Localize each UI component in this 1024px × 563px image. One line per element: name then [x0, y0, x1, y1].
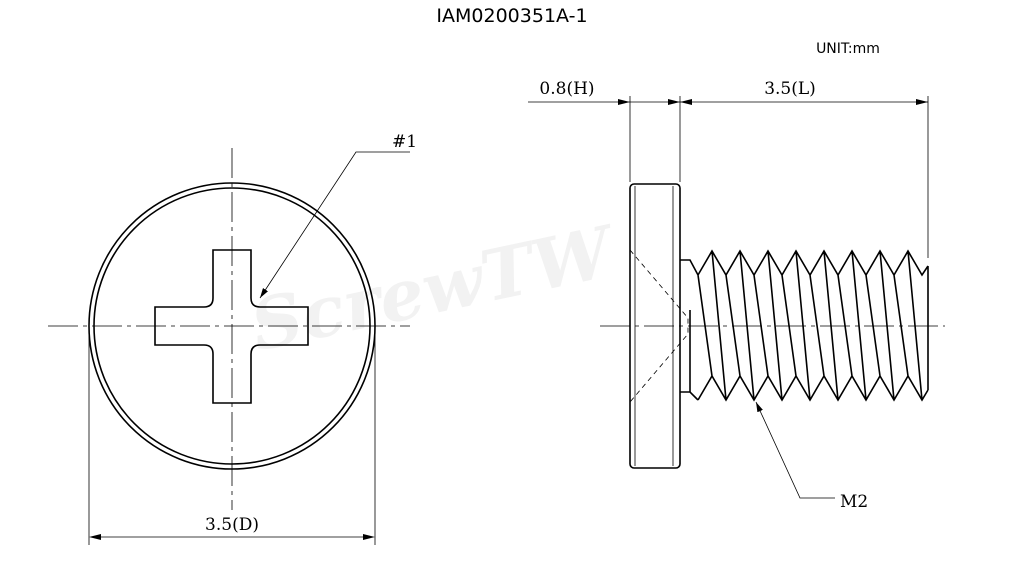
- length-dimension: 3.5(L): [764, 79, 816, 99]
- side-view: M2 0.8(H) 3.5(L): [528, 79, 945, 512]
- phillips-recess: [154, 249, 309, 404]
- thread-profile: [697, 249, 929, 402]
- thread-runout: [680, 259, 699, 401]
- thread-leader: [755, 401, 835, 499]
- thread-callout: M2: [840, 492, 868, 512]
- watermark: ScrewTW: [244, 209, 625, 368]
- dimension-arrows: [618, 99, 928, 105]
- head-height-dimension: 0.8(H): [539, 79, 594, 99]
- top-view: #1 3.5(D): [48, 132, 417, 545]
- unit-label: UNIT:mm: [816, 41, 880, 57]
- drive-leader: [259, 151, 410, 299]
- drawing-title: IAM0200351A-1: [436, 5, 587, 27]
- diameter-dimension: 3.5(D): [205, 515, 259, 535]
- drive-callout: #1: [392, 132, 417, 152]
